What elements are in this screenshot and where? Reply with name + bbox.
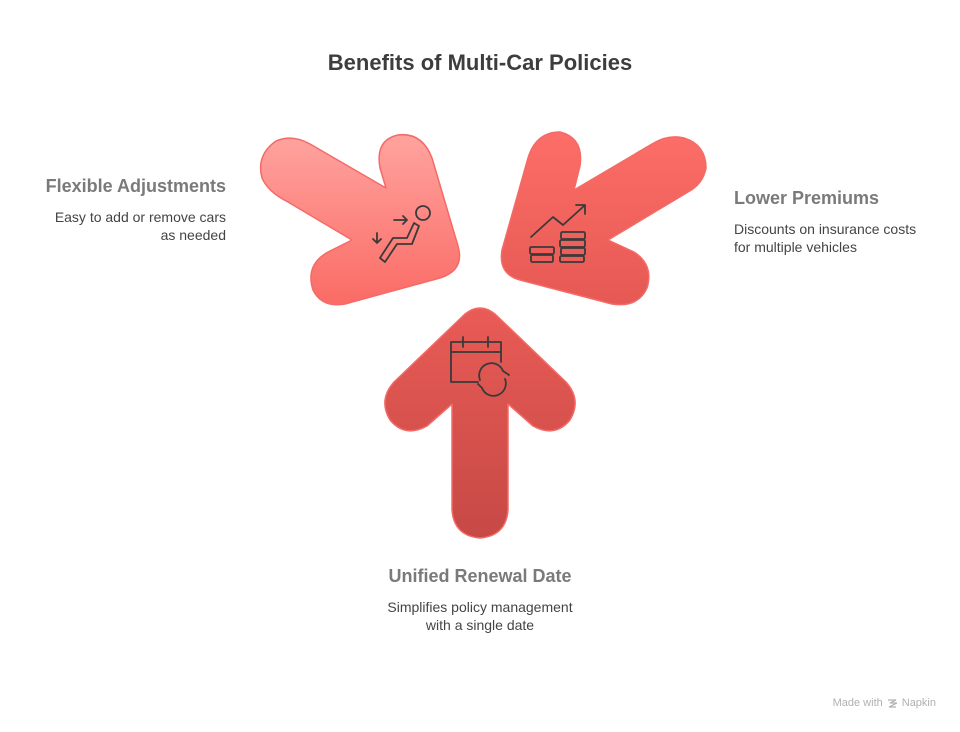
benefit-heading: Flexible Adjustments (45, 176, 226, 196)
napkin-brand: Napkin (901, 697, 936, 709)
benefit-heading: Unified Renewal Date (388, 566, 572, 586)
calendar-refresh-icon (450, 336, 510, 397)
napkin-logo-icon (887, 698, 898, 708)
made-with-label: Made with (832, 697, 883, 709)
diagram-title: Benefits of Multi-Car Policies (327, 50, 633, 75)
made-with-napkin[interactable]: Made with Napkin (833, 697, 936, 709)
arrow-unified-renewal (384, 307, 576, 539)
arrow-lower-premiums (500, 131, 707, 306)
benefit-description: Easy to add or remove cars as needed (54, 209, 226, 243)
benefit-description: Discounts on insurance costs for multipl… (734, 221, 917, 255)
benefit-unified-renewal-date: Unified Renewal Date Simplifies policy m… (380, 564, 580, 634)
benefit-heading: Lower Premiums (734, 188, 880, 208)
arrow-flexible-adjustments (259, 133, 461, 306)
benefit-lower-premiums: Lower Premiums Discounts on insurance co… (734, 186, 934, 256)
coins-growth-icon (529, 204, 586, 263)
benefit-description: Simplifies policy management with a sing… (387, 599, 573, 633)
reclining-seat-icon (372, 205, 431, 263)
benefit-flexible-adjustments: Flexible Adjustments Easy to add or remo… (40, 174, 226, 244)
